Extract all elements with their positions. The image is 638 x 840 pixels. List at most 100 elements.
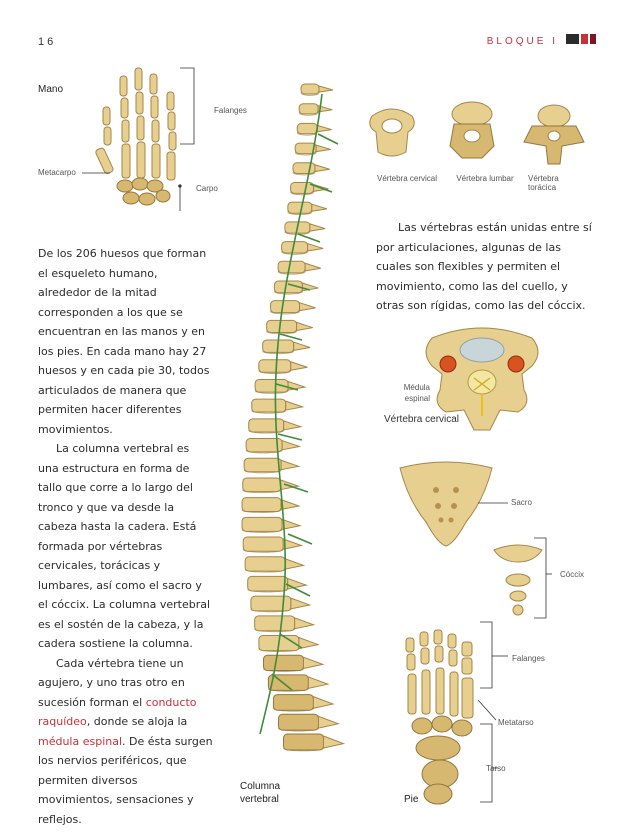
header-bar-maroon — [590, 34, 596, 44]
body-text: De los 206 huesos que forman el esquelet… — [38, 244, 213, 829]
spinous-process — [316, 124, 332, 133]
spinous-process — [311, 203, 328, 212]
spine-caption: Columna vertebral — [240, 780, 280, 806]
vertebra-body — [277, 260, 306, 274]
lumbar-vertebra-icon — [449, 101, 495, 159]
metatarso-label: Metatarso — [498, 718, 534, 727]
label-vertebra-cervical: Vértebra cervical — [376, 174, 438, 183]
vertebra-body — [244, 556, 286, 572]
spinous-process — [281, 439, 302, 451]
body-paragraph-1: De los 206 huesos que forman el esquelet… — [38, 247, 210, 436]
vertebra-body — [258, 359, 292, 373]
header-bar-dark — [566, 34, 579, 44]
spinous-process — [307, 676, 330, 689]
vertebra-body — [241, 497, 282, 512]
spinous-process — [287, 577, 309, 590]
spinous-process — [280, 498, 301, 511]
body-paragraph-3: Cada vértebra tiene un agujero, y uno tr… — [38, 654, 213, 830]
coccix-label: Cóccix — [560, 570, 585, 579]
header-bar-red — [581, 34, 589, 44]
vertebra-body — [287, 201, 313, 214]
spinous-process — [293, 341, 311, 352]
label-vertebra-lumbar: Vértebra lumbar — [456, 174, 514, 183]
spinous-process — [283, 420, 303, 431]
spinous-process — [315, 144, 331, 153]
spinous-process — [309, 223, 326, 232]
spinous-process — [280, 459, 301, 471]
body-p3-part-c: . De ésta surgen los nervios periféricos… — [38, 734, 213, 826]
vertebra-body — [251, 398, 287, 413]
cervical-vertebra-detail-illustration — [425, 327, 539, 431]
hand-falanges-label: Falanges — [214, 106, 247, 115]
metacarpal-bones — [95, 141, 176, 181]
page-number: 16 — [38, 36, 57, 48]
spinous-process — [312, 695, 335, 709]
body-p3-part-b: , donde se aloja la — [86, 715, 188, 728]
foot-caption: Pie — [404, 794, 419, 805]
vertebra-body — [250, 595, 292, 612]
spinous-process — [317, 715, 341, 729]
spinous-process — [323, 735, 346, 749]
sacrum-illustration — [399, 461, 493, 547]
medula-label-line-2: espinal — [404, 394, 430, 403]
spinous-process — [302, 656, 325, 670]
right-text: Las vértebras están unidas entre sí por … — [376, 218, 598, 316]
spinous-process — [282, 538, 304, 550]
spinous-process — [314, 164, 330, 173]
carpal-bones — [116, 177, 171, 206]
tarso-label: Tarso — [486, 764, 506, 773]
spine-caption-line-1: Columna — [240, 781, 281, 792]
vertebra-body — [298, 103, 319, 115]
vertebra-body — [292, 162, 316, 175]
vertebra-body — [247, 575, 289, 592]
body-p3-part-a: Cada vértebra tiene un agujero, y uno tr… — [38, 656, 185, 709]
body-paragraph-2: La columna vertebral es una estructura e… — [38, 442, 211, 650]
vertebrae-stack — [241, 83, 346, 752]
vertebra-body — [242, 477, 282, 493]
vertebra-body — [277, 713, 319, 731]
hand-title: Mano — [38, 84, 64, 95]
medula-espinal-label: Médula espinal — [386, 382, 430, 404]
metatarsal-bones — [407, 667, 474, 719]
foot-brackets — [477, 621, 508, 803]
spinous-process — [290, 597, 312, 610]
spinal-nerves — [259, 93, 323, 735]
spinous-process — [318, 85, 334, 93]
cervical-detail-caption: Vértebra cervical — [384, 414, 460, 425]
spinous-process — [307, 242, 324, 252]
metacarpo-leader-line — [82, 172, 110, 174]
hand-bones-illustration — [95, 67, 177, 206]
spinous-process — [296, 321, 313, 332]
foot-bones-illustration — [405, 629, 474, 805]
spinous-process — [317, 105, 333, 113]
header-color-bars — [566, 34, 596, 44]
spinous-process — [299, 301, 316, 312]
coccyx-illustration — [493, 544, 543, 616]
tarsal-bones — [411, 715, 473, 805]
finger-bones — [102, 67, 177, 151]
vertebra-body — [262, 654, 304, 671]
right-paragraph: Las vértebras están unidas entre sí por … — [376, 221, 592, 312]
top-vertebrae-illustration — [369, 101, 585, 165]
coccyx-bracket — [534, 537, 552, 619]
vertebra-body — [242, 536, 284, 552]
vertebra-body — [241, 516, 283, 532]
toe-bones — [405, 629, 473, 675]
spinous-process — [290, 361, 308, 371]
hand-metacarpo-label: Metacarpo — [38, 168, 76, 177]
hand-carpo-label: Carpo — [196, 184, 218, 193]
thoracic-vertebra-icon — [523, 104, 585, 165]
spinous-process — [284, 558, 306, 570]
block-title: BLOQUE I — [486, 36, 558, 47]
spinous-process — [294, 617, 316, 630]
vertebra-body — [283, 733, 325, 751]
medula-label-line-1: Médula — [403, 383, 430, 392]
vertebra-body — [300, 83, 320, 95]
spinous-process — [304, 262, 321, 272]
vertebra-body — [243, 457, 282, 473]
spinous-process — [301, 282, 319, 292]
spinous-process — [281, 518, 302, 530]
term-medula-espinal: médula espinal — [38, 734, 123, 748]
foot-falanges-label: Falanges — [512, 654, 545, 663]
sacro-leader-line — [478, 502, 508, 504]
